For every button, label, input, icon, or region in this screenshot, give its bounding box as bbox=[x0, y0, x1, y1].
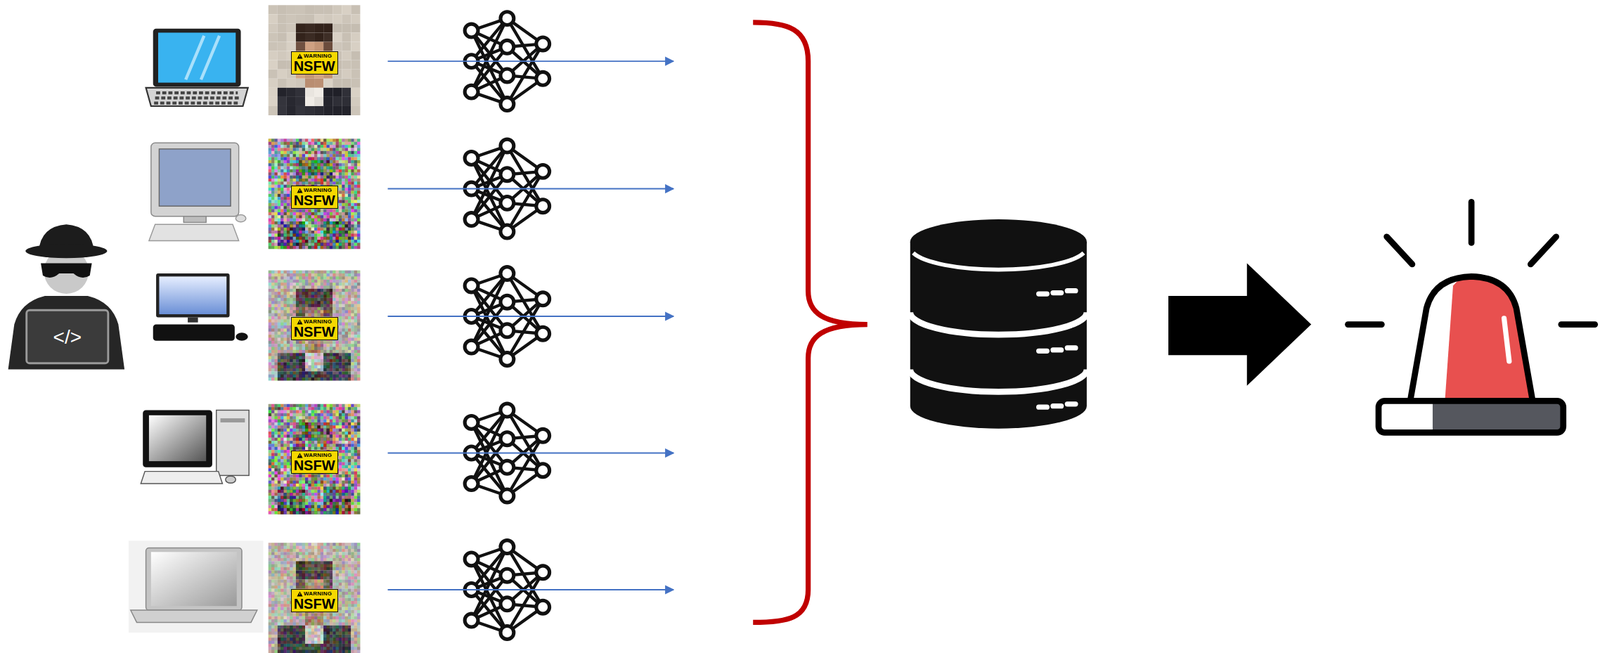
stage: WARNINGNSFWWARNINGNSFWWARNINGNSFWWARNING… bbox=[0, 0, 1600, 653]
